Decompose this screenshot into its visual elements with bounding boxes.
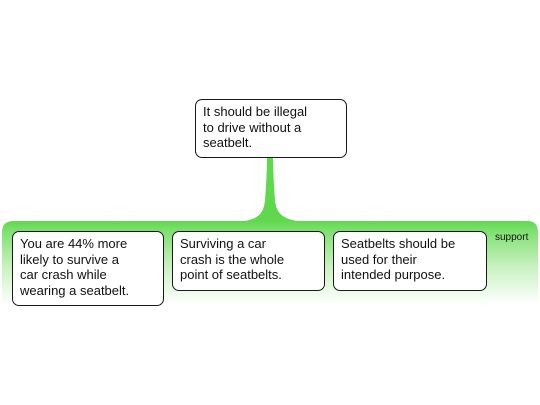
- claim-text: It should be illegal to drive without a …: [203, 104, 308, 150]
- premise-text: Seatbelts should be used for their inten…: [341, 236, 456, 282]
- premise-text: You are 44% more likely to survive a car…: [20, 236, 130, 298]
- premise-node[interactable]: You are 44% more likely to survive a car…: [12, 231, 164, 306]
- support-connector: [244, 158, 298, 221]
- premise-node[interactable]: Surviving a car crash is the whole point…: [172, 231, 325, 291]
- claim-node[interactable]: It should be illegal to drive without a …: [195, 99, 347, 158]
- premise-text: Surviving a car crash is the whole point…: [180, 236, 285, 282]
- premise-node[interactable]: Seatbelts should be used for their inten…: [333, 231, 487, 291]
- support-label: support: [495, 232, 529, 243]
